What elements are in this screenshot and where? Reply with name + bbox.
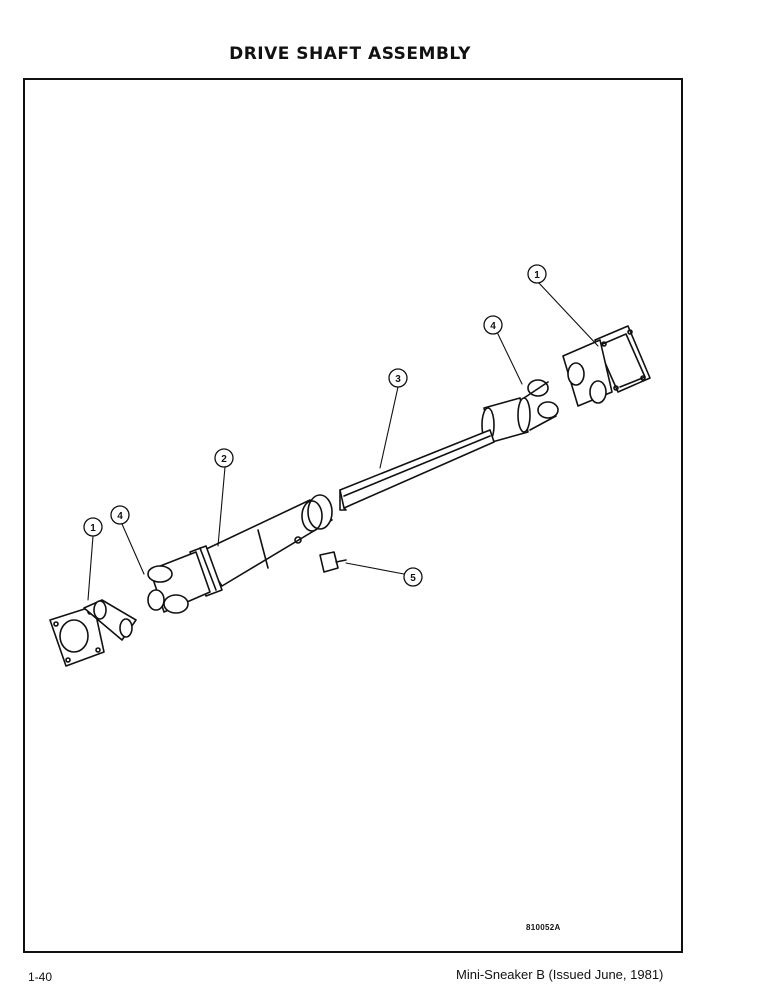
callout-1-right <box>527 264 547 284</box>
figure-code: 810052A <box>526 923 561 932</box>
callout-1-left <box>83 517 103 537</box>
callout-label: 3 <box>395 374 401 385</box>
callout-label: 5 <box>410 573 416 584</box>
callout-label: 1 <box>534 270 540 281</box>
page-title: DRIVE SHAFT ASSEMBLY <box>229 44 471 64</box>
grease-fitting <box>319 551 347 573</box>
flange-yoke-left <box>49 599 137 667</box>
u-joint-left <box>147 551 211 614</box>
callout-label: 4 <box>490 321 496 332</box>
callout-4-left <box>110 505 130 525</box>
callout-label: 1 <box>90 523 96 534</box>
u-joint-right <box>481 379 559 443</box>
callout-label: 4 <box>117 511 123 522</box>
flange-yoke-right <box>562 325 651 407</box>
slip-yoke-tube <box>189 494 333 597</box>
figure-frame <box>23 78 683 953</box>
slip-shaft <box>339 429 495 511</box>
footer-text: Mini-Sneaker B (Issued June, 1981) <box>456 967 664 982</box>
callout-4-right <box>483 315 503 335</box>
callout-3 <box>388 368 408 388</box>
page-number: 1-40 <box>28 970 53 984</box>
callout-label: 2 <box>221 454 227 465</box>
callout-5 <box>403 567 423 587</box>
callout-2 <box>214 448 234 468</box>
